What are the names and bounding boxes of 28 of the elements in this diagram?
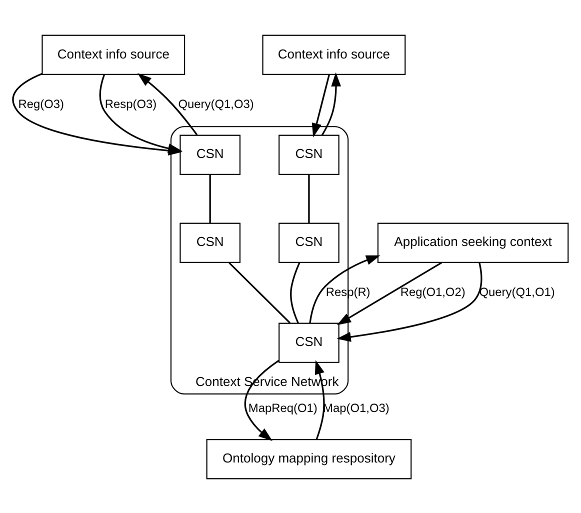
edge-label: Query(Q1,O3) [178,96,254,110]
arrow [312,74,330,137]
arrow [336,262,482,342]
node-box: CSN [278,222,340,262]
node-box: Context info source [42,34,186,74]
arrow [99,74,182,153]
arrow [314,360,325,440]
node-box: Context info source [262,34,406,74]
node-box: Ontology mapping respository [206,438,412,479]
node-box: CSN [180,222,241,262]
arrow [336,261,442,325]
arrow [321,72,342,136]
connector [209,174,211,223]
connector [308,174,310,223]
connector [290,262,300,323]
node-box: CSN [180,134,241,174]
edge-label: MapReq(O1) [248,400,318,415]
edge-label: Reg(O1,O2) [400,284,466,298]
edge-label: Reg(O3) [18,96,64,110]
edge-label: Resp(O3) [104,96,157,110]
connector [228,262,291,324]
arrow [309,254,380,323]
arrow [244,359,280,441]
arrow [137,72,198,135]
node-box: Application seeking context [377,222,569,262]
edge-label: Query(Q1,O1) [479,284,555,298]
node-box: CSN [278,134,340,174]
node-box: CSN [278,322,340,362]
